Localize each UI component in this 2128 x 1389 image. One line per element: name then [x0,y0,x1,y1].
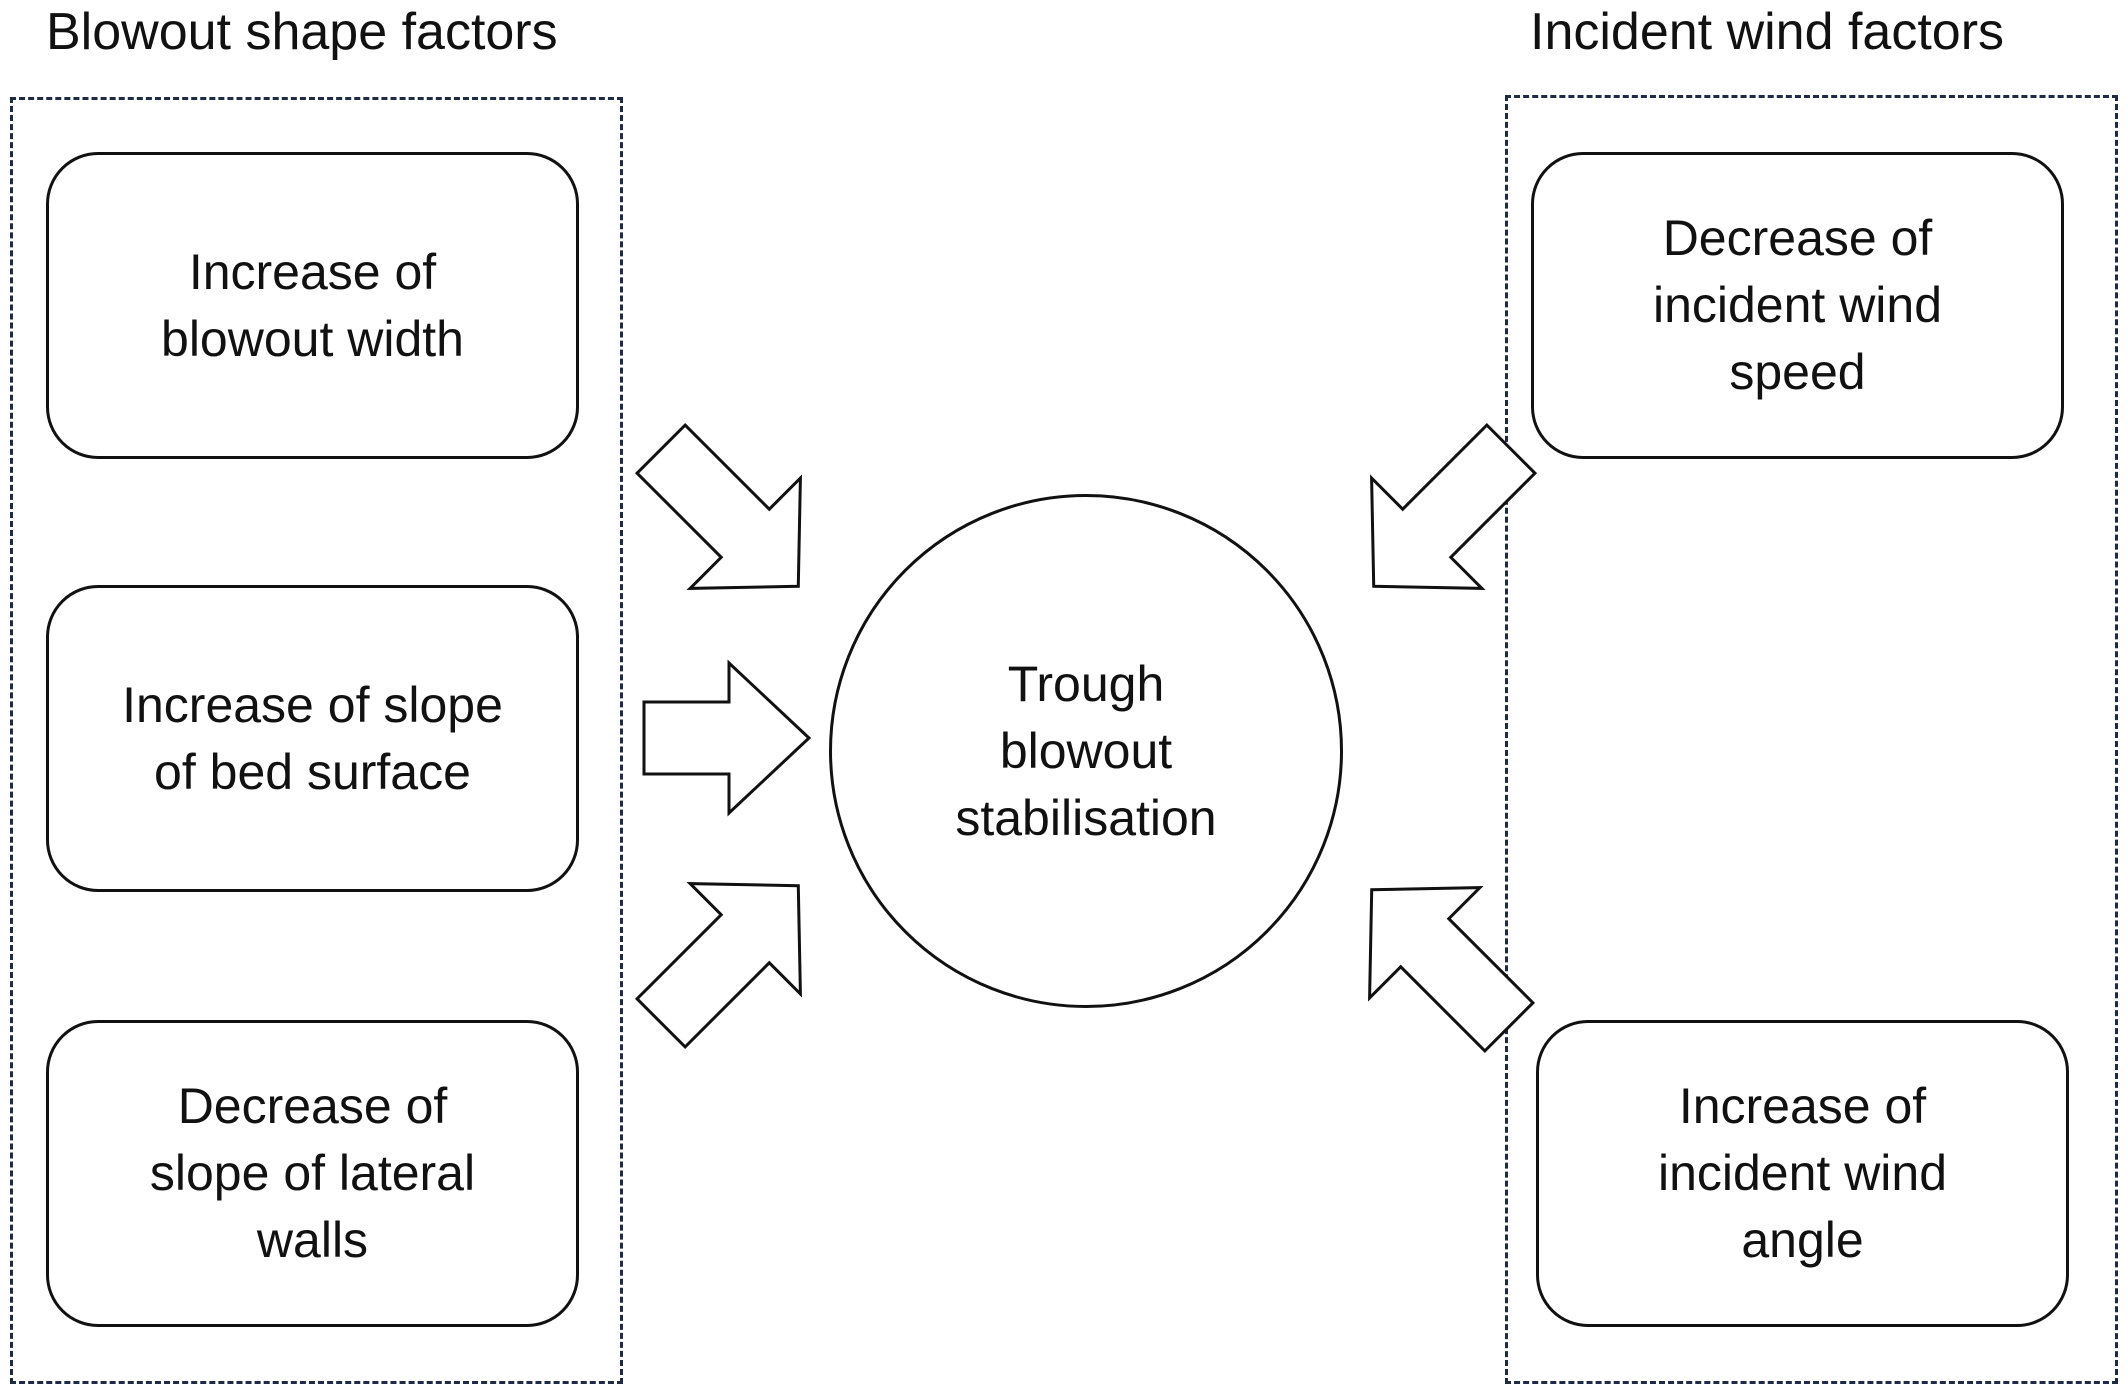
factor-text-line: incident wind [1652,277,1943,333]
factor-text-line: slope of lateral [149,1145,476,1201]
center-text-line: blowout [999,722,1173,779]
factor-box-bed-slope: Increase of slope of bed surface [46,585,579,892]
arrow-bottom-left [634,882,802,1050]
incident-wind-factors-group [1505,95,2118,1384]
arrow-bottom-right [1368,886,1536,1054]
factor-text-line: incident wind [1657,1145,1948,1201]
blowout-shape-factors-title: Blowout shape factors [46,3,558,61]
factor-box-wind-angle: Increase of incident wind angle [1536,1020,2069,1327]
factor-text-line: speed [1729,344,1866,400]
center-text-line: Trough [1007,655,1165,712]
factor-text-line: Decrease of [1662,210,1933,266]
incident-wind-factors-title: Incident wind factors [1530,3,2005,61]
factor-text-line: Decrease of [177,1078,448,1134]
arrow-top-right [1370,422,1538,590]
factor-text-line: Increase of [1678,1078,1927,1134]
factor-text-line: blowout width [161,310,464,367]
factor-box-blowout-width: Increase of blowout width [46,152,579,459]
trough-blowout-stabilisation-node: Trough blowout stabilisation [829,494,1343,1008]
factor-text-line: of bed surface [154,743,471,800]
factor-text-line: Increase of slope [122,676,503,733]
factor-box-lateral-wall-slope: Decrease of slope of lateral walls [46,1020,579,1327]
factor-text-line: angle [1741,1212,1864,1268]
factor-box-wind-speed: Decrease of incident wind speed [1531,152,2064,459]
blowout-shape-factors-group [10,97,623,1384]
factor-text-line: walls [256,1212,369,1268]
arrow-middle-left [642,659,812,817]
arrow-top-left [634,422,802,590]
center-text-line: stabilisation [955,789,1217,846]
factor-text-line: Increase of [188,243,437,300]
